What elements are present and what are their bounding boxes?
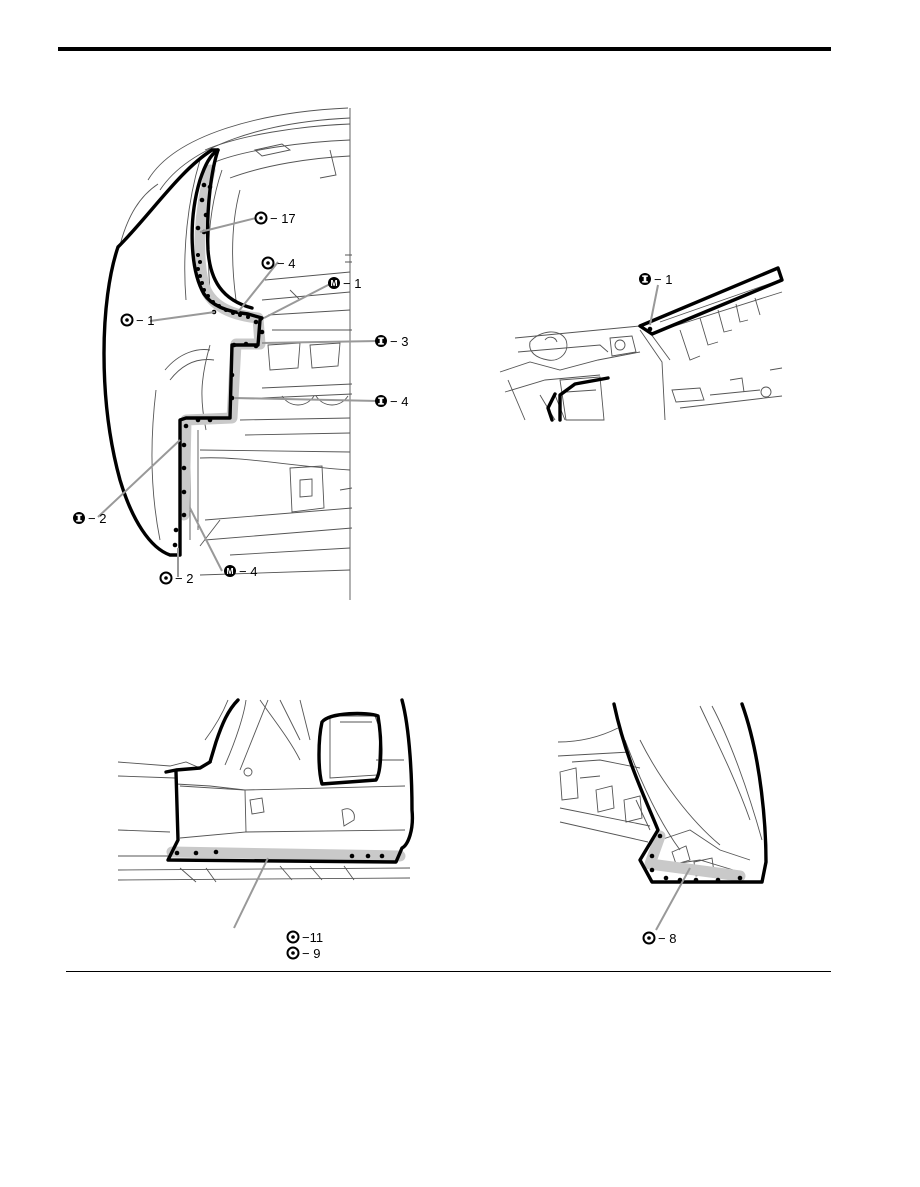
callout-text: − 4	[239, 564, 257, 579]
header-rule	[58, 47, 831, 51]
weld-points	[174, 849, 385, 859]
callout-text: − 1	[136, 313, 154, 328]
callout-plug-weld-4: − 4	[375, 394, 408, 409]
rear-frame-outline	[558, 376, 610, 422]
callout-spot-weld-9: − 9	[286, 946, 320, 961]
weld-seam-highlight	[644, 830, 746, 882]
callout-leaders	[655, 867, 691, 931]
callout-spot-weld-8: − 8	[642, 931, 676, 946]
callout-text: − 9	[302, 946, 320, 961]
window-opening-outline	[317, 711, 383, 786]
rear-quarter-panel-diagram: − 17 − 4 − 1 − 1 − 3 − 4 − 2 − 4	[73, 107, 408, 600]
wheel-arch-outline	[612, 702, 768, 884]
callout-text: − 4	[390, 394, 408, 409]
weld-seam-highlight	[178, 164, 266, 521]
callout-mig-weld-1: − 1	[328, 276, 361, 291]
callout-spot-weld-4: − 4	[261, 256, 295, 271]
callout-spot-weld-11: −11	[286, 930, 323, 945]
callout-plug-weld-2: − 2	[73, 511, 106, 526]
callout-plug-weld-1: − 1	[639, 272, 672, 287]
callout-spot-weld-1: − 1	[120, 313, 154, 328]
footer-rule	[66, 971, 831, 972]
callout-text: − 1	[343, 276, 361, 291]
callout-leaders	[233, 857, 269, 929]
quarter-panel-outline	[102, 148, 264, 557]
roof-rail-linework	[499, 279, 783, 421]
weld-points	[647, 326, 653, 332]
callout-spot-weld-2: − 2	[159, 571, 193, 586]
weld-points	[649, 833, 743, 883]
callout-plug-weld-3: − 3	[375, 334, 408, 349]
callout-mig-weld-4: − 4	[224, 564, 257, 579]
callout-leaders	[649, 284, 659, 326]
callout-spot-weld-17: − 17	[254, 211, 296, 226]
callout-text: − 1	[654, 272, 672, 287]
weld-points	[172, 182, 265, 548]
callout-leaders	[97, 217, 379, 577]
rocker-panel-diagram: −11 − 9	[117, 698, 415, 961]
inner-flange-outline	[205, 148, 254, 310]
wheel-arch-diagram: − 8	[557, 702, 768, 946]
callout-text: − 2	[88, 511, 106, 526]
rocker-panel-outline	[164, 698, 415, 864]
callout-text: −11	[302, 930, 323, 945]
roof-rail-detail-diagram: − 1	[499, 266, 784, 422]
weld-seam-highlight	[166, 846, 406, 862]
roof-rail-outline	[638, 266, 784, 336]
callout-text: − 17	[270, 211, 296, 226]
callout-text: − 3	[390, 334, 408, 349]
callout-text: − 8	[658, 931, 676, 946]
wheel-arch-linework	[557, 705, 763, 877]
callout-text: − 4	[277, 256, 295, 271]
callout-text: − 2	[175, 571, 193, 586]
